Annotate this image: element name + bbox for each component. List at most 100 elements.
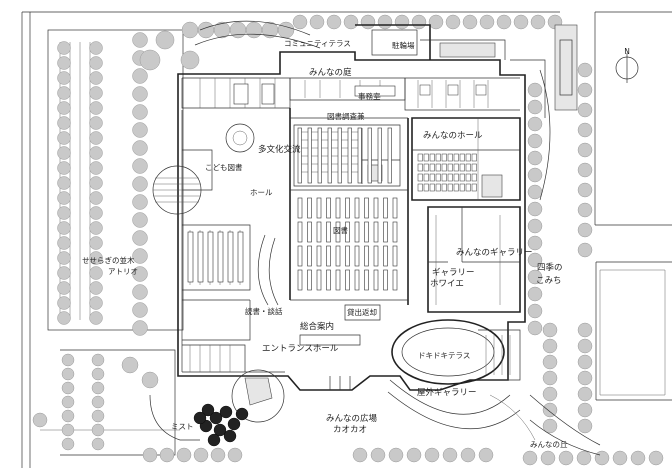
hall-seat	[441, 153, 447, 162]
tree	[542, 402, 558, 418]
book-shelf	[345, 269, 350, 291]
book-shelf	[307, 197, 312, 219]
tree	[61, 423, 75, 437]
shrub	[209, 411, 223, 425]
hall-seat	[435, 153, 441, 162]
book-shelf	[392, 197, 398, 219]
hall-seat	[423, 163, 429, 172]
book-shelf	[326, 197, 331, 219]
hall-seat	[429, 173, 435, 182]
label-reference-desk: 図書調査兼	[327, 111, 365, 121]
label-multicultural: 多文化交流	[258, 144, 301, 155]
tree	[542, 370, 558, 386]
tree	[576, 450, 592, 466]
tree	[180, 50, 200, 70]
tree	[132, 68, 148, 84]
tree	[89, 146, 103, 160]
book-shelf	[297, 221, 303, 243]
tree	[360, 14, 376, 30]
hall-seat	[453, 163, 459, 172]
book-shelf	[337, 127, 342, 184]
label-gallery-foyer-2: ホワイエ	[430, 279, 464, 289]
book-shelf	[307, 221, 312, 243]
tree	[527, 184, 543, 200]
tree	[462, 14, 478, 30]
book-shelf	[297, 127, 302, 184]
shrub	[235, 407, 249, 421]
hall-seat	[471, 183, 477, 192]
book-shelf	[316, 269, 322, 291]
label-gallery-foyer-1: ギャラリー	[432, 268, 475, 278]
tree	[530, 14, 546, 30]
tree	[245, 21, 263, 39]
tree	[277, 21, 295, 39]
tree	[577, 386, 593, 402]
book-shelf	[345, 197, 350, 219]
hall-seat	[435, 173, 441, 182]
tree	[479, 14, 495, 30]
hall-seat	[417, 173, 423, 182]
tree	[394, 14, 410, 30]
tree	[132, 248, 148, 264]
tree	[57, 161, 71, 175]
tree	[91, 381, 105, 395]
hall-seat	[465, 183, 471, 192]
book-shelf	[357, 127, 362, 184]
tree	[630, 450, 646, 466]
book-shelf	[197, 231, 204, 283]
hall-seat	[441, 163, 447, 172]
label-dokidoki-terrace: ドキドキテラス	[418, 351, 470, 360]
hall-seat	[441, 183, 447, 192]
hall-seats	[417, 153, 477, 192]
book-shelf	[364, 197, 369, 219]
label-library-hall: ホール	[250, 188, 273, 197]
shrub	[223, 429, 237, 443]
book-shelf	[347, 127, 352, 184]
hall-seat	[453, 183, 459, 192]
tree	[139, 49, 161, 71]
tree	[577, 142, 593, 158]
tree	[577, 338, 593, 354]
tree	[309, 14, 325, 30]
hall-seat	[459, 173, 465, 182]
hall-seat	[435, 183, 441, 192]
book-shelf	[392, 245, 398, 267]
tree	[527, 99, 543, 115]
tree	[159, 447, 175, 463]
book-shelf	[326, 221, 331, 243]
tree	[61, 381, 75, 395]
label-entrance-hall: エントランスホール	[262, 344, 339, 354]
tree	[57, 116, 71, 130]
tree	[57, 311, 71, 325]
label-outdoor-gallery: 屋外ギャラリー	[417, 387, 477, 398]
tree	[57, 251, 71, 265]
tree	[91, 353, 105, 367]
shrub	[207, 433, 221, 447]
label-seseragi: せせらぎの並木	[82, 255, 135, 265]
tree	[89, 41, 103, 55]
tree	[370, 447, 386, 463]
hall-seat	[429, 163, 435, 172]
tree	[89, 206, 103, 220]
tree	[612, 450, 628, 466]
tree	[89, 296, 103, 310]
label-books: 図書	[333, 225, 348, 235]
tree	[57, 131, 71, 145]
hall-seat	[465, 163, 471, 172]
book-stacks	[187, 127, 398, 291]
tree	[176, 447, 192, 463]
tree	[141, 371, 159, 389]
hall-seat	[435, 163, 441, 172]
hall-seat	[459, 183, 465, 192]
hall-seat	[465, 153, 471, 162]
tree	[57, 281, 71, 295]
tree	[577, 62, 593, 78]
tree	[577, 102, 593, 118]
tree	[61, 353, 75, 367]
tree	[89, 281, 103, 295]
tree	[542, 354, 558, 370]
book-shelf	[367, 127, 372, 184]
book-shelf	[307, 269, 312, 291]
tree	[527, 116, 543, 132]
tree	[89, 266, 103, 280]
